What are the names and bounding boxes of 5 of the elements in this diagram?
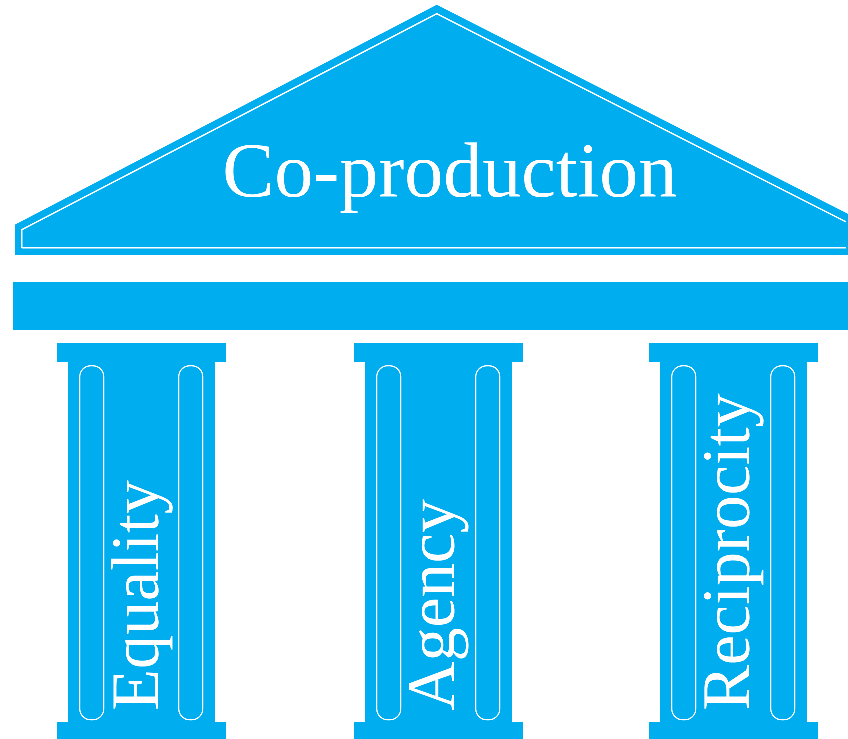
pillar: Reciprocity [649, 343, 818, 739]
pillar: Agency [354, 343, 523, 739]
beam [13, 282, 848, 330]
roof-pediment: Co-production [15, 5, 848, 255]
pillar: Equality [57, 343, 226, 739]
